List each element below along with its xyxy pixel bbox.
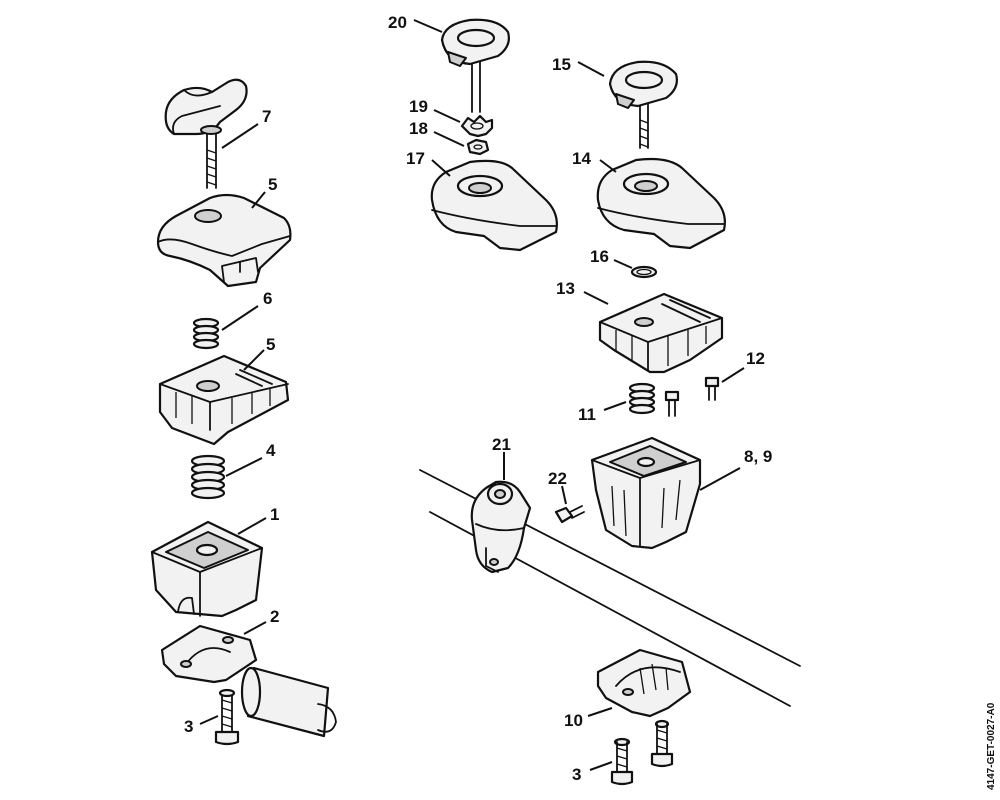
callout-20: 20 <box>388 13 407 32</box>
part-17-cap <box>430 159 558 252</box>
callout-13: 13 <box>556 279 575 298</box>
part-4-spring <box>190 454 226 500</box>
callout-6: 6 <box>263 289 272 308</box>
callout-22: 22 <box>548 469 567 488</box>
callout-5-upper: 5 <box>268 175 277 194</box>
callout-21: 21 <box>492 435 511 454</box>
callout-16: 16 <box>590 247 609 266</box>
callout-12: 12 <box>746 349 765 368</box>
callout-15: 15 <box>552 55 571 74</box>
part-21-pipe-clamp <box>470 480 532 574</box>
callout-1: 1 <box>270 505 279 524</box>
callout-5-lower: 5 <box>266 335 275 354</box>
part-16-o-ring <box>630 265 658 279</box>
part-22-screw <box>554 505 585 524</box>
reference-code: 4147-GET-0027-A0 <box>986 702 997 790</box>
part-3-screw-left <box>214 688 240 746</box>
callout-10: 10 <box>564 711 583 730</box>
tube-stub <box>240 666 337 738</box>
callout-2: 2 <box>270 607 279 626</box>
callout-18: 18 <box>409 119 428 138</box>
part-14-cap <box>596 157 726 250</box>
part-3-screw-right-a <box>610 737 634 786</box>
part-6-small-spring <box>192 317 220 350</box>
part-5-clamp-cap <box>156 193 292 288</box>
part-20-knob <box>440 18 510 113</box>
part-19-star-washer <box>460 114 494 138</box>
part-7-wing-knob <box>164 78 248 189</box>
part-11-spring <box>628 382 656 415</box>
part-10-clamp-bottom <box>596 648 692 718</box>
part-13-ribbed-clamp <box>598 292 724 374</box>
part-15-knob <box>608 60 678 149</box>
part-5-clamp-base <box>158 354 290 446</box>
small-screw <box>664 390 680 417</box>
callout-8-9: 8, 9 <box>744 447 772 466</box>
callout-11: 11 <box>578 405 596 424</box>
part-18-nut <box>466 138 490 156</box>
callout-3-right: 3 <box>572 765 581 784</box>
callout-4: 4 <box>266 441 276 460</box>
callout-3-left: 3 <box>184 717 193 736</box>
part-8-9-handle-block <box>590 436 702 550</box>
callout-19: 19 <box>409 97 428 116</box>
part-1-housing <box>150 520 264 618</box>
part-2-clamp-shell <box>160 624 258 684</box>
callout-17: 17 <box>406 149 425 168</box>
callout-14: 14 <box>572 149 591 168</box>
callout-7: 7 <box>262 107 271 126</box>
part-12-screw <box>704 376 720 401</box>
part-3-screw-right-b <box>650 719 674 768</box>
